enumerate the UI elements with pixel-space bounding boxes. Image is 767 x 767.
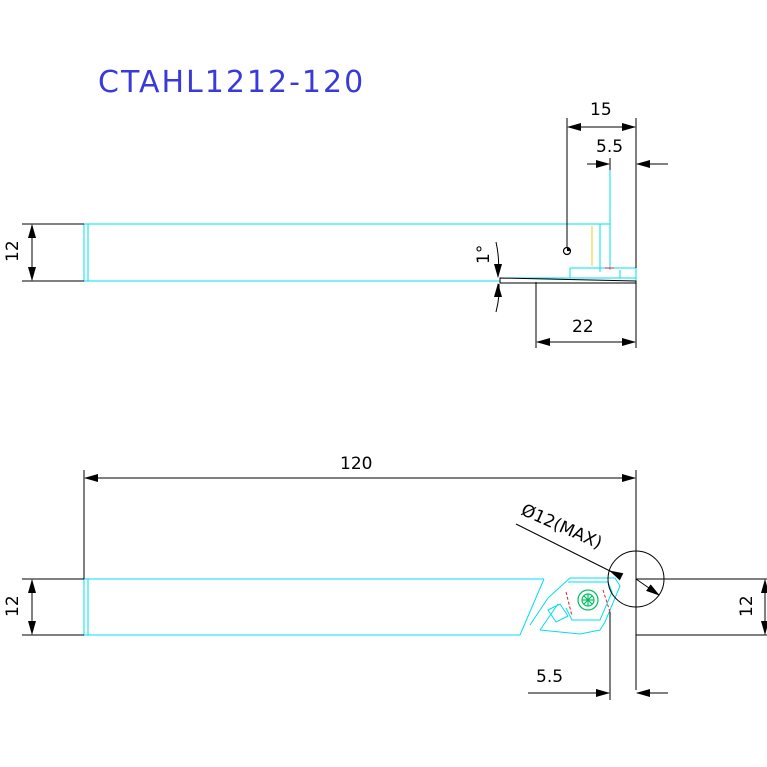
side-view: 12 15 5.5 22 1°	[3, 100, 668, 348]
dim-angle-label: 1°	[474, 245, 494, 264]
dim-side-height-label: 12	[3, 240, 23, 262]
dim-top-height-right-label: 12	[737, 595, 757, 617]
insert-screw-icon	[577, 589, 599, 611]
dim-top-offset-label: 5.5	[536, 667, 563, 687]
dim-tip-offset-label: 5.5	[596, 137, 623, 157]
dim-top-height-right	[636, 578, 767, 636]
dim-bore-diameter-label: Ø12(MAX)	[518, 500, 605, 553]
dim-top-height-left-label: 12	[3, 595, 23, 617]
dim-head-length	[535, 282, 637, 348]
side-insert-outline	[499, 277, 637, 284]
dim-head-width	[566, 118, 637, 268]
drawing-title: CTAHL1212-120	[98, 65, 365, 100]
side-body	[83, 170, 637, 282]
dim-head-width-label: 15	[590, 100, 612, 120]
dim-tip-offset	[587, 158, 668, 170]
dim-overall-length-label: 120	[340, 454, 372, 474]
dim-side-height	[22, 223, 84, 282]
top-cutting-edge	[565, 589, 611, 617]
dim-top-offset	[528, 612, 668, 700]
top-view: 120 12 12 Ø12(MAX)	[3, 454, 767, 700]
dim-bore-diameter	[515, 523, 665, 608]
top-body	[83, 577, 621, 636]
dim-angle	[494, 241, 502, 313]
dim-top-height-left	[22, 578, 84, 636]
dim-head-length-label: 22	[572, 317, 594, 337]
dim-overall-length	[83, 470, 637, 690]
